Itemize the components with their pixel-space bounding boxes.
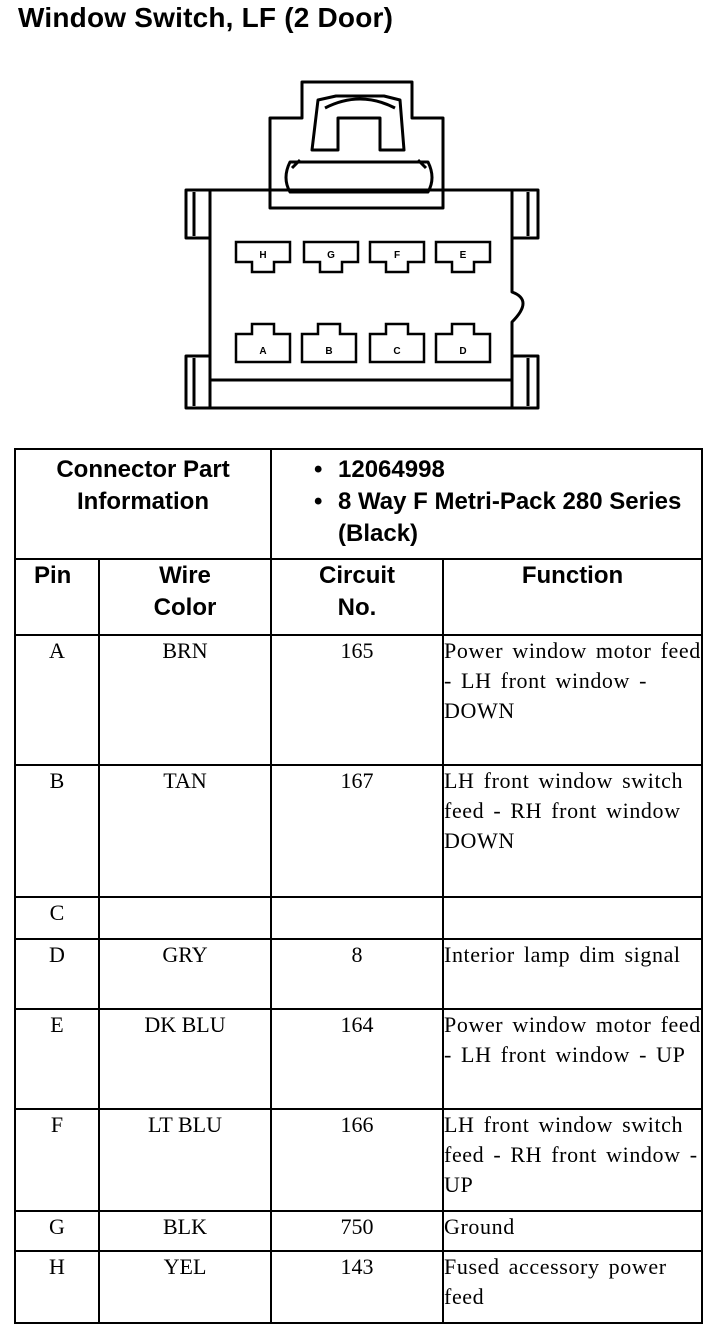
table-row: C (14, 896, 704, 940)
circuit-cell: 166 (270, 1108, 445, 1212)
pin-label-b: B (325, 346, 332, 357)
pin-cell: C (14, 896, 100, 940)
circuit-cell (270, 896, 445, 940)
table-row: D GRY 8 Interior lamp dim signal (14, 938, 704, 1010)
function-cell: LH front window switch feed - RH front w… (442, 1108, 704, 1212)
pin-cell: F (14, 1108, 100, 1212)
table-row: A BRN 165 Power window motor feed - LH f… (14, 634, 704, 766)
circuit-cell: 143 (270, 1250, 445, 1324)
connector-diagram: H G F E A B C D (184, 80, 540, 410)
circuit-cell: 8 (270, 938, 445, 1010)
pin-cell: G (14, 1210, 100, 1252)
circuit-cell: 750 (270, 1210, 445, 1252)
pin-label-e: E (460, 250, 467, 261)
function-cell: Fused accessory power feed (442, 1250, 704, 1324)
circuit-cell: 164 (270, 1008, 445, 1110)
wire-color-cell: TAN (97, 764, 273, 898)
pin-label-h: H (259, 250, 266, 261)
table-row: E DK BLU 164 Power window motor feed - L… (14, 1008, 704, 1110)
function-cell (442, 896, 704, 940)
pinout-table: Connector Part Information 12064998 8 Wa… (13, 448, 704, 1324)
header-wire-color: Wire Color (97, 558, 273, 636)
page-title: Window Switch, LF (2 Door) (18, 2, 394, 33)
header-pin: Pin (14, 558, 100, 636)
wire-color-cell: LT BLU (97, 1108, 273, 1212)
function-cell: Interior lamp dim signal (442, 938, 704, 1010)
function-cell: Ground (442, 1210, 704, 1252)
pin-cell: A (14, 634, 100, 766)
part-info-label: Connector Part Information (56, 456, 230, 515)
pin-cell: E (14, 1008, 100, 1110)
table-row: F LT BLU 166 LH front window switch feed… (14, 1108, 704, 1212)
pin-cell: H (14, 1250, 100, 1324)
part-info-row: Connector Part Information 12064998 8 Wa… (13, 448, 704, 560)
wire-color-cell (97, 896, 273, 940)
function-cell: Power window motor feed - LH front windo… (442, 1008, 704, 1110)
pin-label-a: A (259, 346, 266, 357)
header-function: Function (442, 558, 704, 636)
part-info-label-cell: Connector Part Information (13, 448, 273, 560)
pin-label-g: G (327, 250, 335, 261)
table-row: G BLK 750 Ground (14, 1210, 704, 1252)
table-row: H YEL 143 Fused accessory power feed (14, 1250, 704, 1324)
part-info-values-cell: 12064998 8 Way F Metri-Pack 280 Series (… (270, 448, 704, 560)
pin-label-f: F (394, 250, 400, 261)
wire-color-cell: GRY (97, 938, 273, 1010)
wire-color-cell: DK BLU (97, 1008, 273, 1110)
pin-cell: B (14, 764, 100, 898)
table-row: B TAN 167 LH front window switch feed - … (14, 764, 704, 898)
wire-color-cell: BRN (97, 634, 273, 766)
pin-cell: D (14, 938, 100, 1010)
header-row: Pin Wire Color Circuit No. Function (14, 558, 704, 636)
pin-label-d: D (459, 346, 466, 357)
function-cell: LH front window switch feed - RH front w… (442, 764, 704, 898)
wire-color-cell: YEL (97, 1250, 273, 1324)
pin-label-c: C (393, 346, 400, 357)
header-circuit: Circuit No. (270, 558, 445, 636)
function-cell: Power window motor feed - LH front windo… (442, 634, 704, 766)
connector-description: 8 Way F Metri-Pack 280 Series (Black) (306, 486, 700, 550)
circuit-cell: 165 (270, 634, 445, 766)
part-number: 12064998 (306, 454, 700, 486)
circuit-cell: 167 (270, 764, 445, 898)
wire-color-cell: BLK (97, 1210, 273, 1252)
